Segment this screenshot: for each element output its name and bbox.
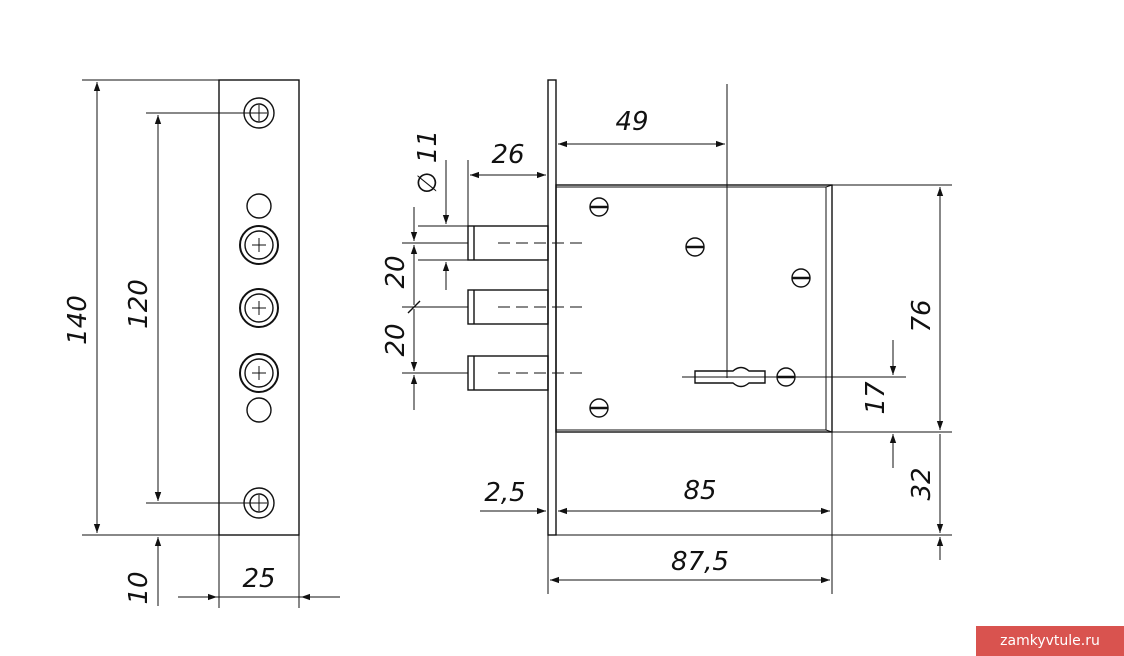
- lock-case: [555, 184, 833, 433]
- faceplate-hole-bottom: [246, 397, 272, 423]
- faceplate-bolt-hole-1: [239, 225, 279, 265]
- dim-label-25: 25: [242, 564, 275, 594]
- dim-label-20a: 20: [381, 255, 411, 288]
- watermark-text: zamkyvtule.ru: [1000, 633, 1100, 649]
- dim-label-17: 17: [861, 381, 891, 415]
- faceplate-hole-top: [246, 193, 272, 219]
- dim-label-32: 32: [907, 467, 937, 500]
- dim-label-dia11: ∅ 11: [413, 130, 443, 194]
- dim-label-26: 26: [491, 140, 524, 170]
- dim-label-20b: 20: [381, 323, 411, 356]
- dim-label-49: 49: [615, 107, 648, 137]
- case-screw-3: [791, 268, 811, 288]
- dim-label-2-5: 2,5: [484, 478, 525, 508]
- case-screw-2: [685, 237, 705, 257]
- faceplate-front-view: [218, 79, 300, 536]
- dim-label-87-5: 87,5: [671, 547, 729, 577]
- watermark-badge: zamkyvtule.ru: [976, 626, 1124, 656]
- dim-label-10: 10: [124, 571, 154, 604]
- case-screw-4: [589, 398, 609, 418]
- bolt-centerlines: [498, 242, 584, 374]
- dim-label-140: 140: [63, 295, 93, 345]
- dim-label-85: 85: [683, 476, 716, 506]
- case-screw-1: [589, 197, 609, 217]
- faceplate-outline: [218, 79, 300, 536]
- faceplate-screw-top: [243, 97, 275, 129]
- faceplate-bolt-hole-3: [239, 353, 279, 393]
- front-view-dimensions: [82, 79, 340, 608]
- side-view-dimensions: [402, 84, 952, 594]
- dim-label-76: 76: [907, 299, 937, 332]
- dim-label-120: 120: [124, 279, 154, 329]
- keyhole: [694, 366, 766, 388]
- faceplate-bolt-hole-2: [239, 288, 279, 328]
